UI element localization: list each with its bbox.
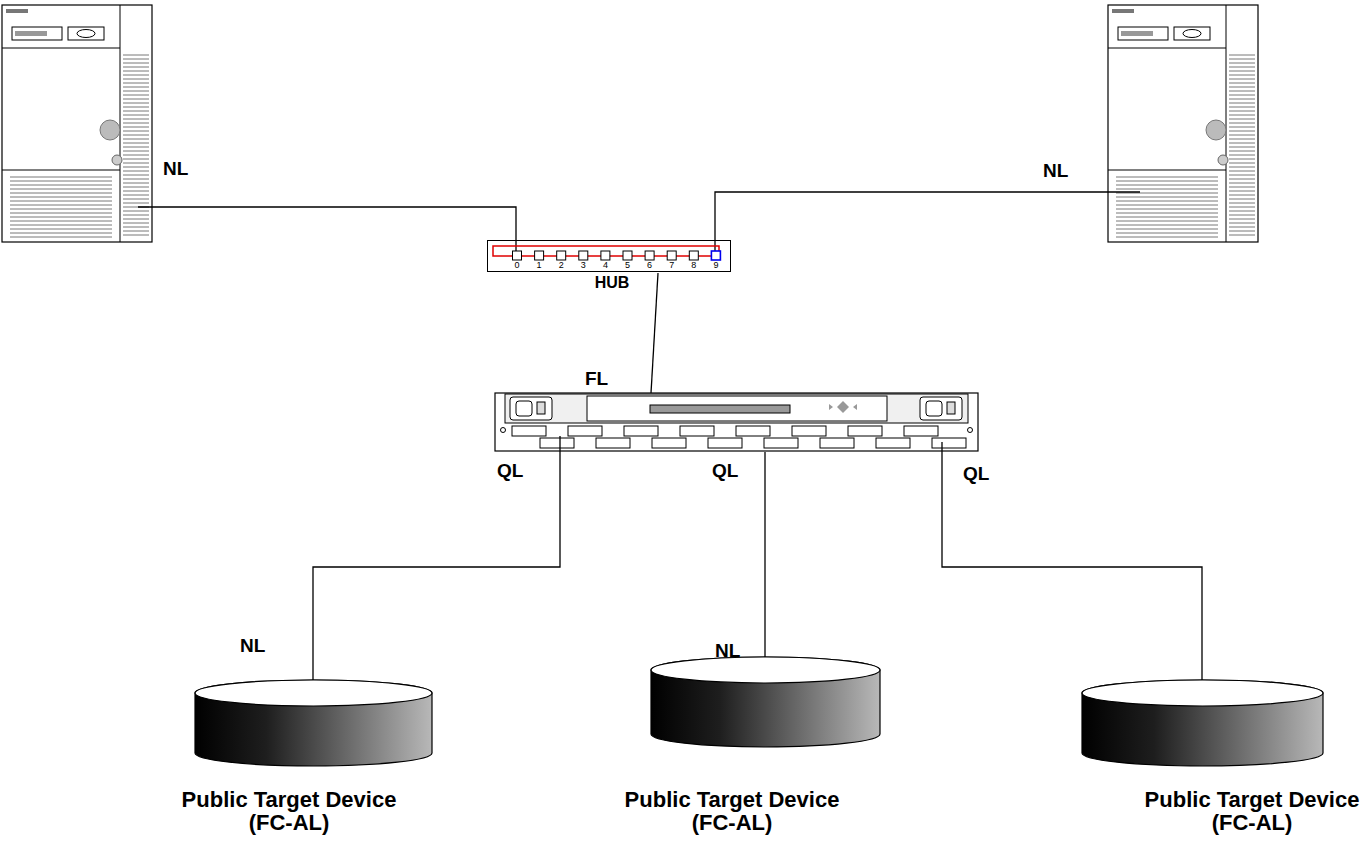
cylinder-shape (195, 680, 432, 766)
hub-label: HUB (595, 274, 630, 292)
port-number: 4 (598, 260, 612, 270)
port-type-label: NL (163, 158, 188, 180)
storage-cylinder: Public Target Device (FC-AL) (651, 657, 880, 747)
cylinder-shape (1082, 680, 1323, 766)
cable (651, 273, 658, 393)
hub-box: 0123456789HUB (487, 240, 731, 272)
device-caption: Public Target Device (FC-AL) (169, 788, 409, 834)
device-caption: Public Target Device (FC-AL) (612, 788, 852, 834)
cable (942, 442, 1202, 692)
server-tower (2, 5, 152, 242)
storage-cylinder: Public Target Device (FC-AL) (1082, 680, 1323, 766)
cable (138, 207, 516, 251)
port-number: 0 (510, 260, 524, 270)
port-number: 9 (709, 260, 723, 270)
port-number: 5 (621, 260, 635, 270)
cable (715, 192, 1140, 251)
port-type-label: QL (497, 460, 523, 482)
device-caption: Public Target Device (FC-AL) (1132, 788, 1371, 834)
port-number: 7 (665, 260, 679, 270)
port-type-label: FL (585, 368, 608, 390)
cylinder-shape (651, 657, 880, 747)
port-type-label: QL (963, 463, 989, 485)
port-type-label: NL (1043, 160, 1068, 182)
server-tower (1108, 5, 1258, 242)
cable (764, 452, 765, 670)
switch-illustration (495, 393, 978, 451)
port-number: 2 (554, 260, 568, 270)
cables (138, 192, 1202, 692)
port-type-label: NL (240, 635, 265, 657)
port-number: 3 (576, 260, 590, 270)
storage-cylinder: Public Target Device (FC-AL) (195, 680, 432, 766)
cable (313, 436, 560, 692)
port-number: 1 (532, 260, 546, 270)
port-number: 8 (687, 260, 701, 270)
port-type-label: NL (715, 640, 740, 662)
port-number: 6 (643, 260, 657, 270)
port-type-label: QL (712, 460, 738, 482)
